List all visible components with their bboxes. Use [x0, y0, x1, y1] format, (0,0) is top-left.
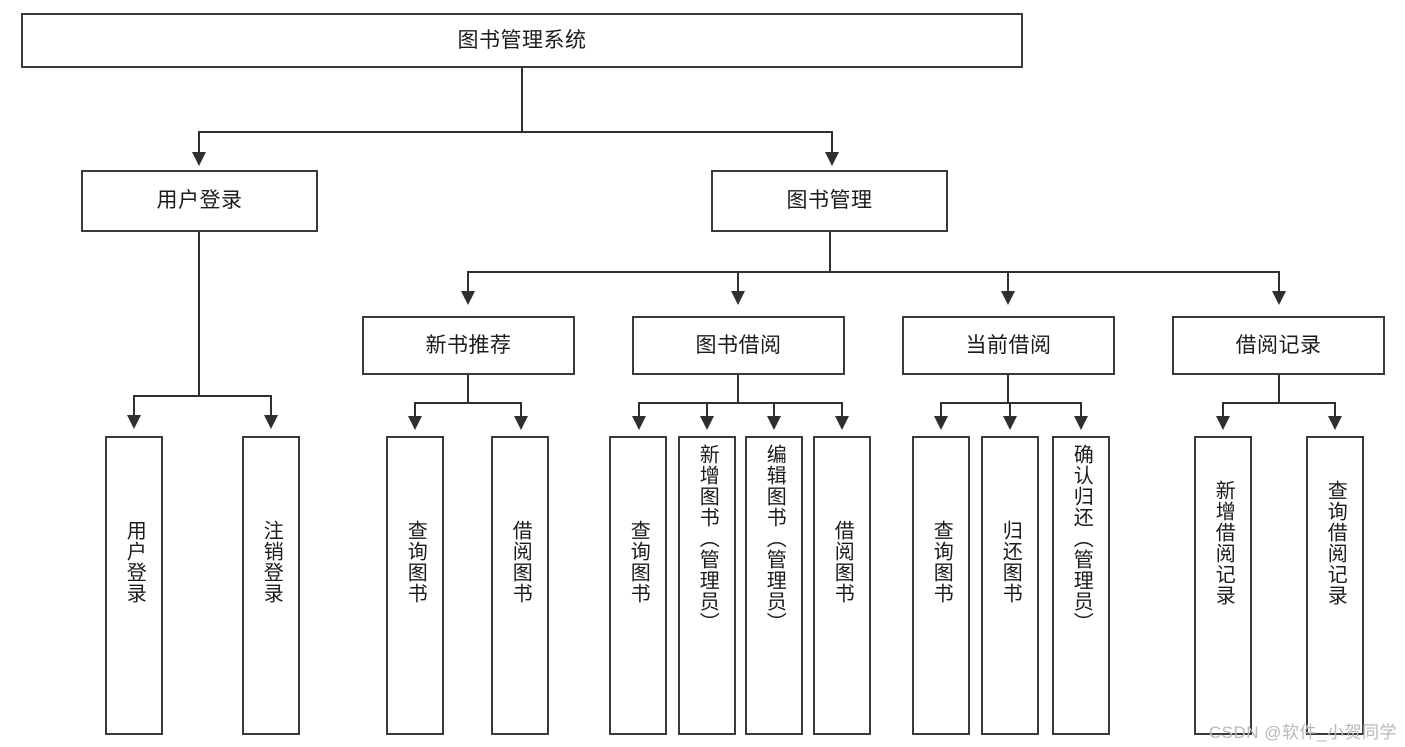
connector-root-bus — [198, 131, 833, 133]
arrowhead-currentborrow-to-leaf2 — [1003, 416, 1017, 430]
leaf-label: 注销登录 — [260, 520, 283, 604]
arrowhead-login-to-leaf1 — [127, 415, 141, 429]
connector-login-to-leaf2 — [270, 395, 272, 417]
connector-bookmgmt-to-borrow — [737, 271, 739, 293]
arrowhead-bookborrow-to-leaf3 — [767, 416, 781, 430]
connector-currentborrow-to-leaf1 — [940, 402, 942, 418]
node-label: 当前借阅 — [965, 333, 1052, 357]
node-user-login[interactable]: 用户登录 — [81, 170, 318, 232]
connector-newbook-to-leaf1 — [414, 402, 416, 418]
connector-borrowrecord-to-leaf2 — [1334, 402, 1336, 418]
connector-bookborrow-to-leaf2 — [706, 402, 708, 418]
leaf-query-book-borrow[interactable]: 查询图书 — [609, 436, 667, 735]
arrowhead-root-to-bookmgmt — [825, 152, 839, 166]
leaf-label: 新增借阅记录 — [1212, 480, 1235, 606]
connector-bookmgmt-to-record — [1278, 271, 1280, 293]
leaf-label: 用户登录 — [123, 520, 146, 604]
connector-borrowrecord-bus — [1222, 402, 1336, 404]
leaf-label: 借阅图书 — [509, 520, 532, 604]
node-root-system[interactable]: 图书管理系统 — [21, 13, 1023, 68]
arrowhead-currentborrow-to-leaf1 — [934, 416, 948, 430]
arrowhead-bookborrow-to-leaf2 — [700, 416, 714, 430]
arrowhead-newbook-to-leaf2 — [514, 416, 528, 430]
connector-bookmgmt-bus — [467, 271, 1280, 273]
connector-bookmgmt-to-new-books — [467, 271, 469, 293]
leaf-query-book-current[interactable]: 查询图书 — [912, 436, 970, 735]
leaf-borrow-book-recommend[interactable]: 借阅图书 — [491, 436, 549, 735]
node-borrow-record[interactable]: 借阅记录 — [1172, 316, 1385, 375]
connector-bookmgmt-stem — [829, 232, 831, 272]
csdn-watermark: CSDN @软件_小贺同学 — [1208, 723, 1397, 742]
leaf-edit-book-admin[interactable]: 编辑图书（管理员） — [745, 436, 803, 735]
node-book-management[interactable]: 图书管理 — [711, 170, 948, 232]
arrowhead-bookborrow-to-leaf1 — [632, 416, 646, 430]
connector-login-to-leaf1 — [133, 395, 135, 417]
connector-bookborrow-to-leaf1 — [638, 402, 640, 418]
arrowhead-root-to-login — [192, 152, 206, 166]
leaf-label: 确认归还（管理员） — [1070, 444, 1093, 633]
connector-bookmgmt-to-current — [1007, 271, 1009, 293]
connector-bookborrow-to-leaf3 — [773, 402, 775, 418]
leaf-return-book[interactable]: 归还图书 — [981, 436, 1039, 735]
arrowhead-bookmgmt-to-current — [1001, 291, 1015, 305]
leaf-label: 查询图书 — [930, 520, 953, 604]
leaf-label: 归还图书 — [999, 520, 1022, 604]
leaf-label: 编辑图书（管理员） — [763, 444, 786, 633]
node-book-borrow[interactable]: 图书借阅 — [632, 316, 845, 375]
connector-currentborrow-to-leaf3 — [1080, 402, 1082, 418]
node-label: 图书管理系统 — [457, 28, 587, 52]
node-label: 借阅记录 — [1235, 333, 1322, 357]
arrowhead-borrowrecord-to-leaf1 — [1216, 416, 1230, 430]
leaf-query-book-recommend[interactable]: 查询图书 — [386, 436, 444, 735]
node-label: 新书推荐 — [425, 333, 512, 357]
leaf-label: 新增图书（管理员） — [696, 444, 719, 633]
node-label: 用户登录 — [156, 189, 243, 213]
leaf-label: 查询图书 — [404, 520, 427, 604]
connector-newbook-bus — [414, 402, 522, 404]
node-new-book-recommend[interactable]: 新书推荐 — [362, 316, 575, 375]
leaf-add-borrow-record[interactable]: 新增借阅记录 — [1194, 436, 1252, 735]
connector-borrowrecord-stem — [1278, 375, 1280, 403]
connector-root-to-bookmgmt — [831, 131, 833, 155]
leaf-confirm-return-admin[interactable]: 确认归还（管理员） — [1052, 436, 1110, 735]
node-label: 图书管理 — [786, 189, 873, 213]
arrowhead-bookmgmt-to-borrow — [731, 291, 745, 305]
connector-bookborrow-to-leaf4 — [841, 402, 843, 418]
connector-bookborrow-stem — [737, 375, 739, 403]
leaf-label: 查询图书 — [627, 520, 650, 604]
connector-bookborrow-bus — [638, 402, 843, 404]
arrowhead-currentborrow-to-leaf3 — [1074, 416, 1088, 430]
node-label: 图书借阅 — [695, 333, 782, 357]
arrowhead-borrowrecord-to-leaf2 — [1328, 416, 1342, 430]
leaf-label: 借阅图书 — [831, 520, 854, 604]
node-current-borrow[interactable]: 当前借阅 — [902, 316, 1115, 375]
connector-root-to-login — [198, 131, 200, 155]
connector-newbook-stem — [467, 375, 469, 403]
connector-currentborrow-to-leaf2 — [1009, 402, 1011, 418]
connector-borrowrecord-to-leaf1 — [1222, 402, 1224, 418]
connector-login-stem — [198, 232, 200, 396]
leaf-borrow-book[interactable]: 借阅图书 — [813, 436, 871, 735]
leaf-logout[interactable]: 注销登录 — [242, 436, 300, 735]
arrowhead-login-to-leaf2 — [264, 415, 278, 429]
leaf-label: 查询借阅记录 — [1324, 480, 1347, 606]
leaf-add-book-admin[interactable]: 新增图书（管理员） — [678, 436, 736, 735]
connector-currentborrow-bus — [940, 402, 1082, 404]
connector-newbook-to-leaf2 — [520, 402, 522, 418]
arrowhead-newbook-to-leaf1 — [408, 416, 422, 430]
arrowhead-bookmgmt-to-record — [1272, 291, 1286, 305]
connector-login-bus — [133, 395, 272, 397]
leaf-user-login[interactable]: 用户登录 — [105, 436, 163, 735]
connector-currentborrow-stem — [1007, 375, 1009, 403]
arrowhead-bookmgmt-to-new-books — [461, 291, 475, 305]
leaf-query-borrow-record[interactable]: 查询借阅记录 — [1306, 436, 1364, 735]
arrowhead-bookborrow-to-leaf4 — [835, 416, 849, 430]
connector-root-stem — [521, 68, 523, 132]
